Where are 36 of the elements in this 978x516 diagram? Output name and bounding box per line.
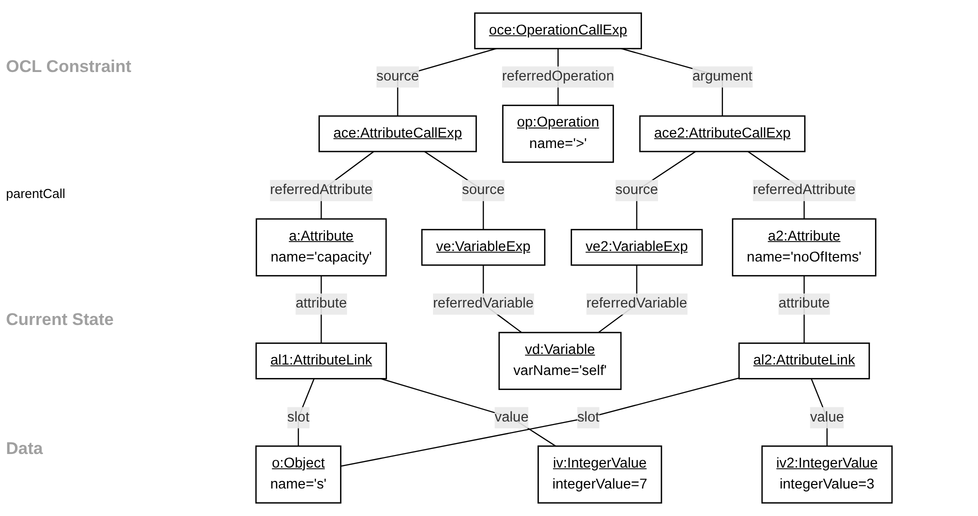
node-box: a:Attribute name='capacity' (256, 218, 387, 276)
edge-label: slot (577, 410, 600, 425)
edge-label: attribute (778, 296, 830, 312)
edge-label: source (462, 182, 505, 198)
node-box: ve:VariableExp (421, 228, 546, 266)
node-box: ve2:VariableExp (570, 228, 703, 266)
node-box: oce:OperationCallExp (474, 12, 642, 50)
edge-label: attribute (296, 296, 347, 312)
edge-label: value (494, 410, 529, 425)
node-box: ace2:AttributeCallExp (639, 115, 806, 152)
edge-label: referredVariable (586, 296, 688, 312)
lane-label: Current State (6, 310, 115, 330)
role-label: parentCall (6, 186, 66, 201)
connector (298, 378, 315, 446)
node-box: iv2:IntegerValue integerValue=3 (761, 445, 893, 504)
edge-label: source (615, 182, 658, 198)
edge-label: referredVariable (432, 296, 534, 312)
node-box: a2:Attribute name='noOfItems' (732, 218, 876, 276)
edge-label: source (376, 69, 419, 84)
edge-label: slot (287, 410, 310, 425)
edge-label: value (810, 410, 844, 425)
lane-label: OCL Constraint (6, 56, 132, 77)
node-box: ace:AttributeCallExp (318, 115, 477, 152)
edge-label: argument (692, 69, 752, 84)
node-box: al1:AttributeLink (255, 342, 387, 380)
node-box: al2:AttributeLink (738, 342, 870, 380)
edge-label: referredOperation (502, 69, 614, 84)
connector (380, 378, 556, 447)
node-box: vd:Variable varName='self' (498, 332, 622, 390)
node-box: iv:IntegerValue integerValue=7 (538, 445, 662, 504)
node-box: op:Operation name='>' (502, 104, 614, 163)
node-box: o:Object name='s' (255, 445, 342, 504)
connector (340, 378, 740, 467)
lane-label: Data (6, 439, 44, 460)
edge-label: referredAttribute (270, 182, 373, 198)
edge-label: referredAttribute (752, 182, 856, 198)
